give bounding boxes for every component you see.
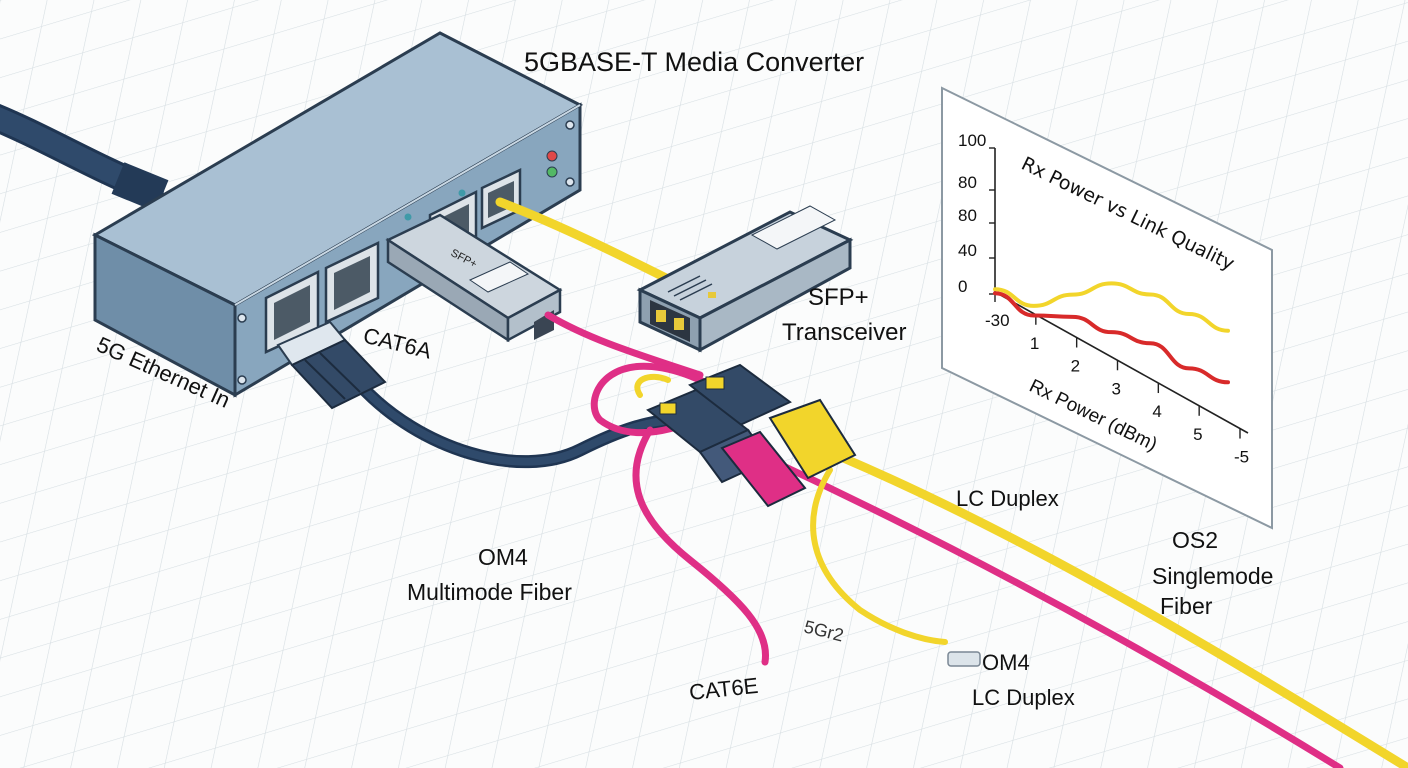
sfp-transceiver	[636, 205, 854, 353]
led-small-2	[458, 189, 466, 197]
chart-x-tick-label: -5	[1234, 448, 1249, 467]
label-om4-line2: Multimode Fiber	[407, 579, 572, 605]
led-red	[546, 150, 558, 162]
chart-x-tick-label: 4	[1152, 402, 1161, 421]
chart-y-tick-label: 80	[958, 173, 977, 192]
yellow-patch-cable	[495, 197, 685, 290]
incoming-ethernet-cable	[0, 103, 169, 212]
chart-x-tick-label: 2	[1071, 357, 1080, 376]
chart-y-tick-label: 80	[958, 206, 977, 225]
chart-x-tick-label: -30	[985, 311, 1010, 330]
led-small-1	[404, 213, 412, 221]
label-lc-duplex-lower: LC Duplex	[972, 685, 1075, 710]
chart-x-tick-label: 3	[1112, 379, 1121, 398]
diagram-title: 5GBASE-T Media Converter	[524, 47, 864, 77]
screw-2	[237, 375, 247, 385]
chart-series-line	[993, 281, 1230, 333]
lc-duplex-connectors	[646, 363, 857, 508]
screw-4	[565, 177, 575, 187]
chart-y-tick-label: 40	[958, 241, 977, 260]
led-green	[546, 166, 558, 178]
chart-y-tick-label: 100	[958, 131, 986, 150]
label-os2-line1: OS2	[1172, 527, 1218, 553]
label-om4-line1: OM4	[478, 544, 528, 570]
chart-panel	[941, 86, 1273, 530]
label-transceiver: Transceiver	[782, 319, 906, 346]
chart-series-line	[993, 291, 1230, 385]
chart-y-tick-label: 0	[958, 277, 967, 296]
label-sfp-plus: SFP+	[808, 284, 869, 311]
chart-x-tick-label: 1	[1030, 334, 1039, 353]
label-om4-lower: OM4	[982, 650, 1030, 675]
screw-1	[237, 313, 247, 323]
ethernet-port-2[interactable]	[324, 241, 380, 324]
label-os2-line2: Singlemode	[1152, 563, 1273, 589]
singlemode-fiber	[634, 373, 1408, 768]
om4-connector	[947, 651, 981, 667]
chart-x-tick-label: 5	[1193, 425, 1202, 444]
label-os2-line3: Fiber	[1160, 593, 1213, 619]
screw-3	[565, 120, 575, 130]
sfp-module: SFP+	[385, 213, 563, 343]
rj45-connector	[276, 320, 387, 410]
ethernet-patch-cable	[276, 320, 687, 469]
label-lc-duplex-upper: LC Duplex	[956, 486, 1059, 511]
